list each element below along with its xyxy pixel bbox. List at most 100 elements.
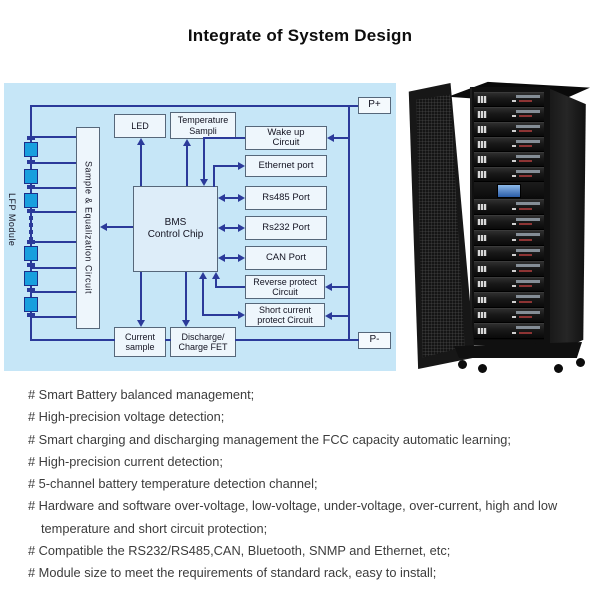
module-indicator <box>519 207 532 210</box>
module-connector <box>477 141 487 148</box>
arrowhead <box>327 134 334 142</box>
battery-module <box>474 122 544 137</box>
battery-module <box>474 214 544 230</box>
module-indicator <box>512 331 516 334</box>
block-temperature-sampling: Temperature Sampli <box>170 112 236 139</box>
arrowhead <box>137 138 145 145</box>
module-indicator <box>519 100 532 103</box>
cell-terminal <box>27 185 35 189</box>
arrowhead <box>212 272 220 279</box>
module-indicator <box>519 160 532 163</box>
connector-line <box>165 339 171 341</box>
module-indicator <box>512 254 516 257</box>
connector-line <box>225 197 239 199</box>
connector-line <box>30 136 76 138</box>
module-indicator <box>512 115 516 118</box>
module-indicator <box>512 100 516 103</box>
module-indicator <box>519 300 532 303</box>
block-led: LED <box>114 114 166 138</box>
module-indicator <box>519 223 532 226</box>
connector-line <box>30 291 76 293</box>
caster-wheel <box>554 364 563 373</box>
sample-equalization-label: Sample & Equalization Circuit <box>83 161 94 295</box>
module-indicator <box>512 175 516 178</box>
arrowhead <box>182 320 190 327</box>
connector-line <box>202 279 204 315</box>
battery-module <box>474 292 544 308</box>
module-indicator <box>512 316 516 319</box>
feature-item: # Module size to meet the requirements o… <box>28 565 437 581</box>
connector-line <box>30 162 76 164</box>
connector-line <box>225 227 239 229</box>
module-indicator <box>512 269 516 272</box>
connector-line <box>30 105 358 107</box>
module-brand-label <box>516 310 540 314</box>
block-bms-control-chip: BMS Control Chip <box>133 186 218 272</box>
module-brand-label <box>516 248 540 252</box>
module-brand-label <box>516 295 540 298</box>
connector-line <box>30 241 76 243</box>
module-indicator <box>519 254 532 257</box>
arrowhead <box>238 311 245 319</box>
block-can-port: CAN Port <box>245 246 327 270</box>
connector-line <box>30 211 76 213</box>
module-connector <box>477 312 487 319</box>
arrowhead <box>218 194 225 202</box>
connector-line <box>30 267 76 269</box>
module-brand-label <box>516 202 540 205</box>
arrowhead <box>238 162 245 170</box>
module-connector <box>477 203 487 210</box>
module-connector <box>477 281 487 288</box>
module-brand-label <box>516 155 540 158</box>
battery-cell <box>24 169 38 184</box>
battery-cell <box>24 297 38 312</box>
cell-terminal <box>27 240 35 244</box>
connector-line <box>30 316 76 318</box>
module-connector <box>477 126 487 133</box>
caster-wheel <box>458 360 467 369</box>
lfp-module-label: LFP Module <box>7 193 17 247</box>
block-current-sample: Current sample <box>114 327 166 357</box>
module-indicator <box>519 130 532 133</box>
connector-line <box>202 314 239 316</box>
cell-terminal <box>27 136 35 140</box>
ellipsis-dot <box>29 230 33 234</box>
connector-line <box>331 286 349 288</box>
rack-side-panel <box>548 88 586 356</box>
battery-module <box>474 199 544 215</box>
connector-line <box>213 165 239 167</box>
battery-module <box>474 323 544 339</box>
module-indicator <box>519 316 532 319</box>
cell-terminal <box>27 263 35 267</box>
battery-module <box>474 137 544 152</box>
cell-terminal <box>27 288 35 292</box>
module-connector <box>477 96 487 103</box>
arrowhead <box>183 139 191 146</box>
bms-screen <box>497 183 521 198</box>
connector-line <box>333 137 349 139</box>
battery-cell <box>24 271 38 286</box>
module-connector <box>477 296 487 303</box>
bms-block-diagram: LED Temperature Sampli Wake up Circuit E… <box>4 83 396 371</box>
module-connector <box>477 111 487 118</box>
module-connector <box>477 250 487 257</box>
arrowhead <box>325 283 332 291</box>
connector-line <box>348 106 350 339</box>
connector-line <box>215 286 245 288</box>
module-indicator <box>519 115 532 118</box>
cell-terminal <box>27 160 35 164</box>
bms-display-unit <box>474 182 544 199</box>
battery-cell <box>24 142 38 157</box>
arrowhead <box>238 194 245 202</box>
rack-open-door <box>408 83 475 369</box>
module-indicator <box>512 160 516 163</box>
arrowhead <box>137 320 145 327</box>
connector-line <box>30 339 115 341</box>
module-brand-label <box>516 264 540 267</box>
module-connector <box>477 156 487 163</box>
page-title: Integrate of System Design <box>187 26 413 45</box>
arrowhead <box>199 272 207 279</box>
block-rs232-port: Rs232 Port <box>245 216 327 240</box>
block-sample-equalization: Sample & Equalization Circuit <box>76 127 100 329</box>
ellipsis-dot <box>29 216 33 220</box>
